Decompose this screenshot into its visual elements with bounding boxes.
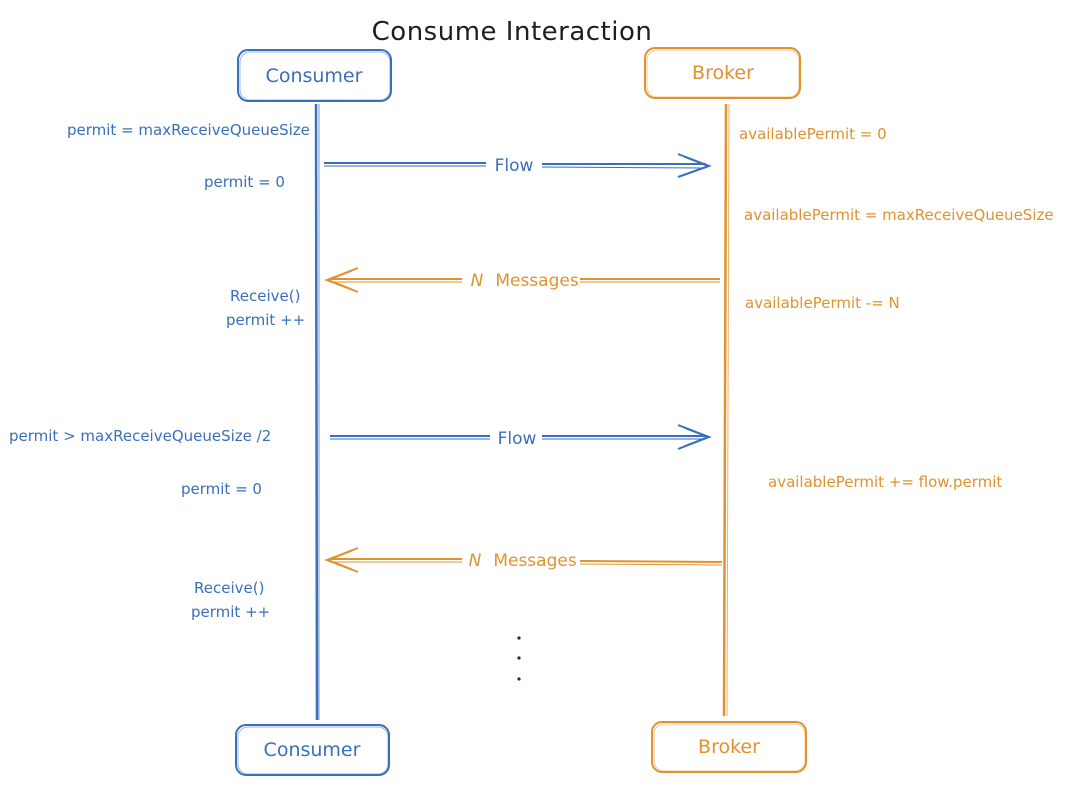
consumer-note-2: permit = 0 — [204, 173, 285, 191]
consumer-note-1: permit = maxReceiveQueueSize — [67, 121, 310, 139]
consumer-note-8: permit ++ — [191, 603, 270, 621]
consumer-label-bottom: Consumer — [264, 739, 361, 761]
consumer-box-bottom: Consumer — [235, 724, 390, 776]
continuation-dots — [517, 636, 521, 681]
flow-label-1: Flow — [495, 156, 534, 176]
broker-lifeline — [722, 103, 730, 717]
broker-box-top: Broker — [644, 47, 801, 99]
broker-note-3: availablePermit -= N — [745, 294, 900, 312]
broker-note-1: availablePermit = 0 — [739, 125, 887, 143]
messages-arrow-2: N Messages — [324, 547, 723, 573]
messages-arrow-1: N Messages — [324, 267, 720, 293]
broker-note-2: availablePermit = maxReceiveQueueSize — [744, 206, 1054, 224]
messages-label-1: Messages — [495, 271, 579, 291]
consumer-box-top: Consumer — [237, 49, 392, 102]
broker-label-top: Broker — [692, 62, 754, 84]
consumer-lifeline — [314, 103, 320, 721]
diagram-title: Consume Interaction — [372, 17, 653, 47]
messages-count-1: N — [471, 271, 484, 291]
consumer-note-5: permit > maxReceiveQueueSize /2 — [9, 427, 271, 445]
consumer-note-6: permit = 0 — [181, 480, 262, 498]
flow-arrow-2: Flow — [330, 424, 712, 450]
consumer-note-7: Receive() — [194, 579, 264, 597]
flow-label-2: Flow — [498, 429, 537, 449]
consumer-note-4: permit ++ — [226, 311, 305, 329]
messages-count-2: N — [469, 551, 482, 571]
consumer-label-top: Consumer — [266, 65, 363, 87]
broker-box-bottom: Broker — [651, 721, 807, 773]
broker-label-bottom: Broker — [698, 736, 760, 758]
consumer-note-3: Receive() — [230, 287, 300, 305]
broker-note-4: availablePermit += flow.permit — [768, 473, 1002, 491]
messages-label-2: Messages — [493, 551, 577, 571]
flow-arrow-1: Flow — [324, 153, 712, 178]
